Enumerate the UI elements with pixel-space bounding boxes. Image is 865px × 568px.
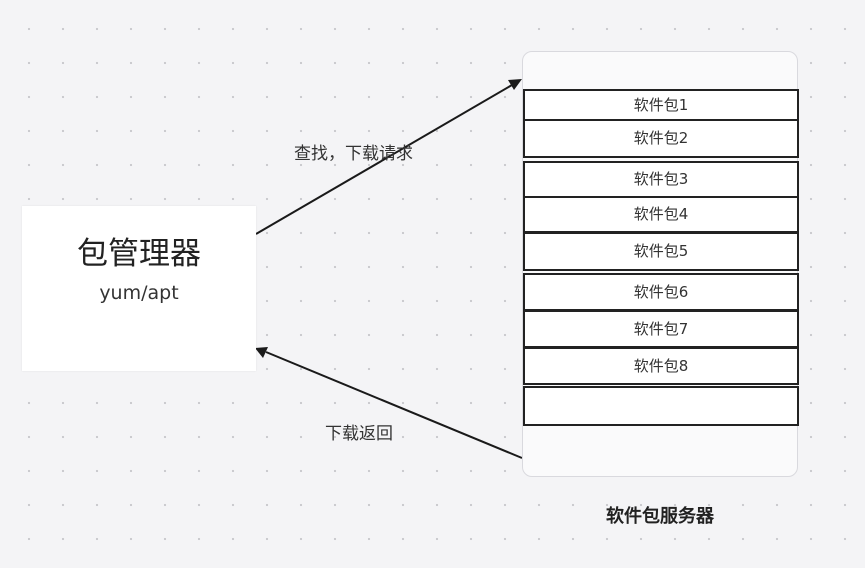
- return-edge-label: 下载返回: [325, 424, 393, 444]
- package-item-2[interactable]: 软件包2: [523, 119, 799, 158]
- package-item-8[interactable]: 软件包8: [523, 347, 799, 385]
- package-server-caption: 软件包服务器: [606, 506, 714, 527]
- request-arrow-line: [255, 84, 513, 235]
- return-arrowhead: [255, 347, 268, 358]
- package-server-node[interactable]: 软件包1 软件包2 软件包3 软件包4 软件包5 软件包6 软件包7 软件包8: [522, 51, 799, 477]
- package-manager-title: 包管理器: [77, 236, 201, 272]
- package-manager-subtitle: yum/apt: [99, 282, 179, 304]
- request-edge-label: 查找，下载请求: [294, 144, 413, 164]
- package-item-7[interactable]: 软件包7: [523, 310, 799, 348]
- return-arrow-line: [265, 351, 523, 459]
- package-item-1[interactable]: 软件包1: [523, 89, 799, 121]
- package-item-empty[interactable]: [523, 386, 799, 426]
- package-item-4[interactable]: 软件包4: [523, 196, 799, 233]
- package-item-6[interactable]: 软件包6: [523, 273, 799, 311]
- package-item-5[interactable]: 软件包5: [523, 232, 799, 271]
- package-item-3[interactable]: 软件包3: [523, 161, 799, 198]
- request-arrowhead: [508, 79, 522, 90]
- package-manager-node[interactable]: 包管理器 yum/apt: [22, 206, 256, 371]
